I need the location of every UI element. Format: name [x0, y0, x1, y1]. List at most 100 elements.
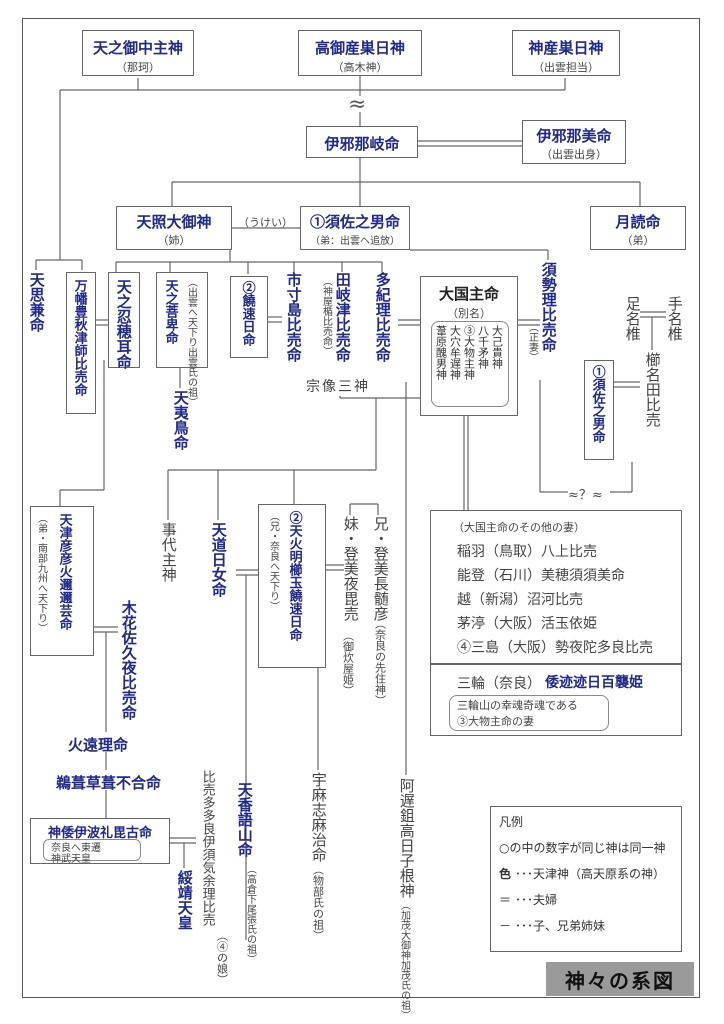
legend-row-4-mark: － — [499, 919, 512, 933]
other-wives-header: （大国主命のその他の妻） — [453, 521, 585, 534]
miwa-prefix: 三輪（奈良） — [457, 676, 541, 692]
tsukuyomi-name: 月読命 — [615, 213, 661, 231]
alias-3: ③大物主神 — [462, 325, 476, 380]
jimmu-box: 神倭伊波礼毘古命 奈良へ東遷 神武天皇 — [30, 818, 170, 865]
ninigi-name: 天津彦彦火邇邇芸命 — [56, 513, 72, 630]
legend-row-2-mark: 色 — [499, 867, 512, 881]
ajisuki-paren: （加茂大御神加茂氏の祖） — [398, 900, 410, 1020]
izanagi-box: 伊邪那岐命 — [306, 126, 418, 158]
kotoshiro-name: 事代主神 — [159, 522, 178, 582]
legend-box: 凡例 ○の中の数字が同じ神は同一神 色 ･･･天津神（高天原系の神） ＝ ･･･… — [490, 806, 682, 952]
izanami-box: 伊邪那美命 （出雲出身） — [522, 120, 626, 164]
kamimusubi-name: 神産巣日神 — [528, 39, 604, 57]
hoakari-name: ②天火明櫛玉饒速日命 — [286, 511, 302, 641]
ninigi-box: （弟・南部九州へ天下り） 天津彦彦火邇邇芸命 — [30, 506, 94, 656]
suizei-name: 綏靖天皇 — [175, 870, 194, 930]
ame-no-minakanushi-name: 天之御中主神 — [92, 39, 183, 57]
takamimusubi-box: 高御産巣日神 （高木神） — [298, 30, 422, 76]
kagoyama-name: 天香語山命 — [235, 782, 254, 857]
umashimaji-name: 宇麻志麻治命 — [309, 772, 328, 862]
legend-row-3: ･･･夫婦 — [515, 893, 558, 907]
ninigi-paren: （弟・南部九州へ天下り） — [35, 513, 47, 633]
hoakari-box: ②天火明櫛玉饒速日命 （兄・奈良へ天下り） — [258, 504, 326, 668]
hohi-name: 天之菩卑命 — [162, 279, 178, 344]
ukei-label: （うけい） — [238, 216, 293, 229]
amaterasu-name: 天照大御神 — [136, 213, 212, 231]
sakuya-name: 木花佐久夜比売命 — [119, 600, 138, 720]
diagram-title: 神々の系図 — [546, 962, 694, 996]
okuninushi-aliases-bracket — [431, 321, 509, 407]
wife-3: 越（新潟）沼河比売 — [457, 592, 583, 608]
susanoo2-name: ①須佐之男命 — [589, 365, 605, 443]
okuninushi-name: 大国主命 — [438, 285, 499, 303]
izanami-sub: （出雲出身） — [541, 148, 607, 161]
legend-row-2: ･･･天津神（高天原系の神） — [515, 867, 666, 881]
tagitsu-paren: （神屋楯比売命） — [320, 276, 332, 356]
ame-no-minakanushi-box: 天之御中主神 （那珂） — [82, 30, 194, 76]
legend-title: 凡例 — [499, 815, 524, 829]
susanoo-box: ①須佐之男命 （弟：出雲へ追放） — [300, 206, 410, 250]
mikashiya-paren: （御炊屋姫） — [341, 630, 355, 696]
miwa-note-1: 三輪山の幸魂奇魂である — [457, 699, 578, 712]
hime-name: 比売多多良伊須気余理比売 — [199, 770, 215, 926]
amaterasu-box: 天照大御神 （姉） — [116, 206, 232, 250]
tsukuyomi-box: 月読命 （弟） — [590, 206, 686, 250]
jimmu-note-2: 神武天皇 — [51, 854, 91, 865]
hoakari-paren: （兄・奈良へ天下り） — [267, 511, 279, 611]
yorozuhata-box: 万幡豊秋津師比売命 — [66, 272, 96, 414]
omoikane-name: 天思兼命 — [27, 272, 46, 332]
oshiho-name: 天之忍穂耳命 — [114, 279, 133, 369]
tagitsu-name: 田岐津比売命 — [333, 272, 352, 362]
wife-1: 稲羽（鳥取）八上比売 — [457, 544, 597, 560]
hinatori-name: 天夷鳥命 — [171, 390, 190, 450]
kagoyama-paren: （高倉下尾張氏の祖） — [244, 864, 256, 964]
mikashiya-name: 妹・登美夜毘売 — [341, 516, 360, 621]
wife-2: 能登（石川）美穂須須美命 — [457, 568, 625, 584]
tsukuyomi-sub: （弟） — [621, 234, 655, 247]
unknown-link: ≈？≈ — [568, 488, 603, 503]
jimmu-note-bracket — [43, 839, 141, 861]
amaterasu-sub: （姉） — [157, 234, 191, 247]
susanoo-name: ①須佐之男命 — [309, 213, 400, 231]
hoori-name: 火遠理命 — [68, 736, 129, 754]
hime-paren: （④の娘） — [215, 930, 229, 985]
okuninushi-betsumei: （別名） — [447, 307, 491, 320]
generation-gap-squiggle: ≈ — [348, 92, 367, 117]
miwa-box: 三輪（奈良） 倭迹迹日百襲姫 三輪山の幸魂奇魂である ③大物主命の妻 — [430, 664, 682, 736]
izanagi-name: 伊邪那岐命 — [324, 135, 400, 153]
okuninushi-box: 大国主命 （別名） 大己貴神 八千矛神 ③大物主神 大穴牟遅神 葦原醜男神 — [420, 276, 518, 416]
susanoo2-box: ①須佐之男命 — [584, 360, 614, 460]
wife-4: 茅渟（大阪）活玉依姫 — [457, 616, 597, 632]
hohi-paren: （出雲へ天下り出雲氏の祖） — [185, 277, 197, 407]
michihi-name: 天道日女命 — [209, 522, 228, 597]
miwa-note-2: ③大物主命の妻 — [457, 715, 534, 728]
alias-4: 大穴牟遅神 — [448, 325, 462, 380]
kushinada-name: 櫛名田比売 — [643, 352, 662, 427]
ajisuki-name: 阿遅鉏高日子根神 — [397, 778, 416, 898]
legend-row-3-mark: ＝ — [499, 893, 512, 907]
nagasune-paren: （奈良の先住神） — [373, 618, 387, 706]
ashinazuchi-name: 足名椎 — [623, 296, 642, 341]
wife-5: ④三島（大阪）勢夜陀多良比売 — [457, 640, 653, 656]
takamimusubi-sub: （高木神） — [332, 61, 388, 74]
takamimusubi-name: 高御産巣日神 — [314, 39, 405, 57]
izanami-name: 伊邪那美命 — [536, 127, 612, 145]
yorozuhata-name: 万幡豊秋津師比売命 — [71, 279, 87, 396]
alias-2: 八千矛神 — [476, 325, 490, 369]
hohi-box: （出雲へ天下り出雲氏の祖） 天之菩卑命 — [156, 272, 208, 407]
kamimusubi-box: 神産巣日神 （出雲担当） — [512, 30, 620, 76]
oshiho-box: 天之忍穂耳命 — [108, 272, 140, 369]
jimmu-note-1: 奈良へ東遷 — [51, 843, 101, 854]
ame-no-minakanushi-sub: （那珂） — [116, 61, 160, 74]
umashimaji-paren: （物部氏の祖） — [311, 864, 325, 941]
jimmu-name: 神倭伊波礼毘古命 — [47, 826, 152, 841]
alias-1: 大己貴神 — [490, 325, 504, 369]
legend-row-1: ○の中の数字が同じ神は同一神 — [499, 841, 666, 855]
takiri-name: 多紀理比売命 — [373, 272, 392, 362]
nigihayahi-name: ②饒速日命 — [239, 281, 255, 346]
suseri-name: 須勢理比売命 — [539, 262, 558, 352]
miwa-note-bracket — [449, 695, 609, 731]
nagasune-name: 兄・登美長髄彦 — [371, 516, 390, 621]
legend-row-4: ･･･子、兄弟姉妹 — [515, 919, 606, 933]
